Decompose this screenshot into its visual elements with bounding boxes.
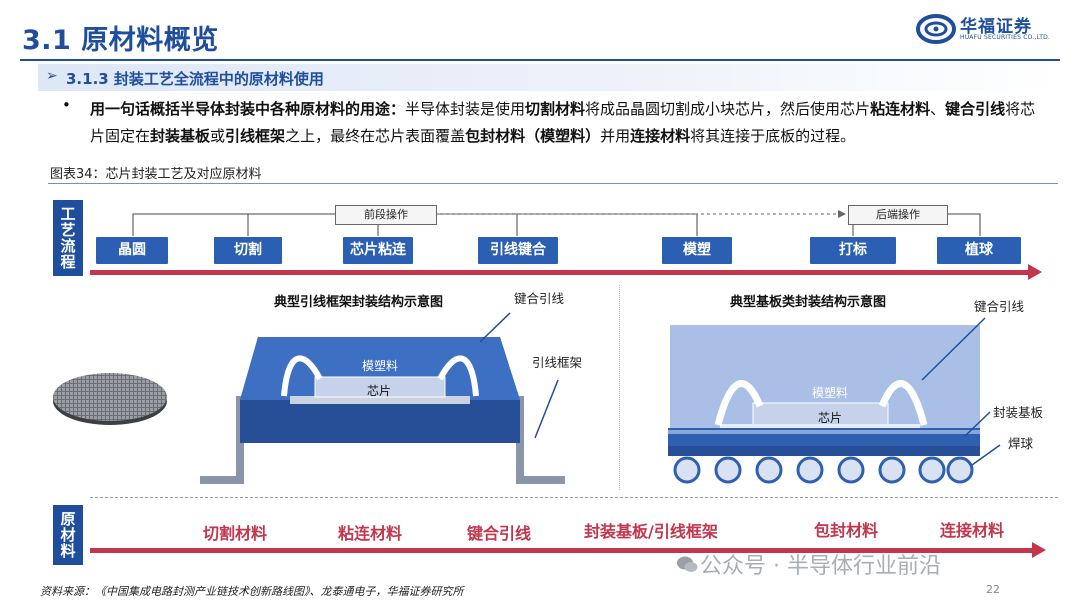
para-keyword: 引线框架	[225, 127, 286, 145]
leadframe-chip-label: 芯片	[367, 384, 392, 398]
leadframe-package-diagram	[200, 312, 565, 484]
para-text: 半导体封装是使用	[405, 100, 526, 118]
leadframe-mold-label: 模塑料	[362, 359, 399, 373]
materials-label: 原材料	[53, 505, 83, 565]
para-text: 之上，最终在芯片表面覆盖	[285, 127, 466, 145]
leadframe-diagram-title: 典型引线框架封装结构示意图	[274, 295, 444, 310]
substrate-diagram-title: 典型基板类封装结构示意图	[730, 295, 887, 310]
title-underline	[20, 59, 1060, 61]
leadframe-callout-frame: 引线框架	[532, 355, 583, 370]
para-text: 或	[210, 127, 226, 145]
material-dicing: 切割材料	[203, 524, 268, 543]
process-arrow-line	[90, 270, 1028, 275]
para-keyword: 粘连材料	[870, 100, 931, 118]
figure-rule	[48, 183, 1058, 184]
diagram-divider	[619, 285, 620, 490]
step-molding: 模塑	[662, 237, 732, 264]
para-keyword: 键合引线	[945, 100, 1006, 118]
substrate-callout-wire: 键合引线	[974, 299, 1025, 314]
watermark-text: 公众号 · 半导体行业前沿	[700, 554, 941, 579]
material-substrate-leadframe: 封装基板/引线框架	[584, 522, 718, 541]
para-text: 将成品晶圆切割成小块芯片，然后使用芯片	[585, 100, 871, 118]
para-text: 将其连接于底板的过程。	[690, 127, 856, 145]
wechat-icon	[677, 556, 698, 572]
para-keyword: 包封材料（模塑料）	[465, 127, 601, 145]
step-wire-bonding: 引线键合	[478, 237, 558, 264]
substrate-callout-substrate: 封装基板	[993, 405, 1044, 420]
substrate-mold-label: 模塑料	[812, 386, 849, 400]
para-text: 将芯片固定在	[90, 100, 1036, 145]
phase-front-end: 前段操作	[335, 205, 437, 225]
page-number: 22	[986, 583, 1000, 596]
step-ball-mounting: 植球	[937, 237, 1021, 264]
subtitle-arrow-icon: ➢	[46, 68, 58, 84]
page-title: 3.1 原材料概览	[22, 25, 219, 56]
phase-back-end: 后端操作	[848, 205, 948, 225]
figure-caption: 图表34：芯片封装工艺及对应原材料	[50, 167, 262, 182]
substrate-chip-label: 芯片	[818, 411, 843, 425]
para-text: 并用	[600, 127, 631, 145]
para-text: 、	[930, 100, 946, 118]
logo-name-cn: 华福证券	[960, 17, 1032, 37]
process-flow-label: 工艺流程	[53, 200, 83, 276]
step-wafer: 晶圆	[96, 237, 168, 264]
section-subtitle: 3.1.3 封装工艺全流程中的原材料使用	[66, 70, 324, 88]
source-note: 资料来源：《中国集成电路封测产业链技术创新路线图》、龙泰通电子，华福证券研究所	[40, 585, 464, 598]
subtitle-band	[38, 64, 1060, 91]
material-encapsulation: 包封材料	[814, 521, 879, 540]
summary-paragraph: 用一句话概括半导体封装中各种原材料的用途：半导体封装是使用切割材料将成品晶圆切割…	[90, 96, 1050, 150]
para-keyword: 连接材料	[630, 127, 691, 145]
materials-separator	[90, 497, 1058, 498]
process-arrow-head-icon	[1028, 264, 1042, 280]
logo-name-en: HUAFU SECURITIES CO.,LTD.	[960, 34, 1051, 41]
bullet-dot: •	[62, 96, 71, 114]
para-keyword: 封装基板	[150, 127, 211, 145]
material-connection: 连接材料	[940, 521, 1005, 540]
materials-arrow-head-icon	[1032, 542, 1046, 558]
leadframe-callout-wire: 键合引线	[514, 291, 565, 306]
material-adhesive: 粘连材料	[338, 524, 403, 543]
huafu-logo-icon	[916, 14, 956, 44]
material-bond-wire: 键合引线	[467, 524, 532, 543]
step-die-attach: 芯片粘连	[343, 237, 413, 264]
substrate-callout-solder-ball: 焊球	[1008, 436, 1034, 451]
step-dicing: 切割	[214, 237, 282, 264]
para-keyword: 切割材料	[525, 100, 586, 118]
materials-arrow-line	[90, 548, 1032, 553]
substrate-package-diagram	[668, 317, 1001, 484]
step-marking: 打标	[810, 237, 896, 264]
para-lead: 用一句话概括半导体封装中各种原材料的用途：	[90, 100, 406, 118]
wafer-image-icon	[53, 373, 167, 425]
